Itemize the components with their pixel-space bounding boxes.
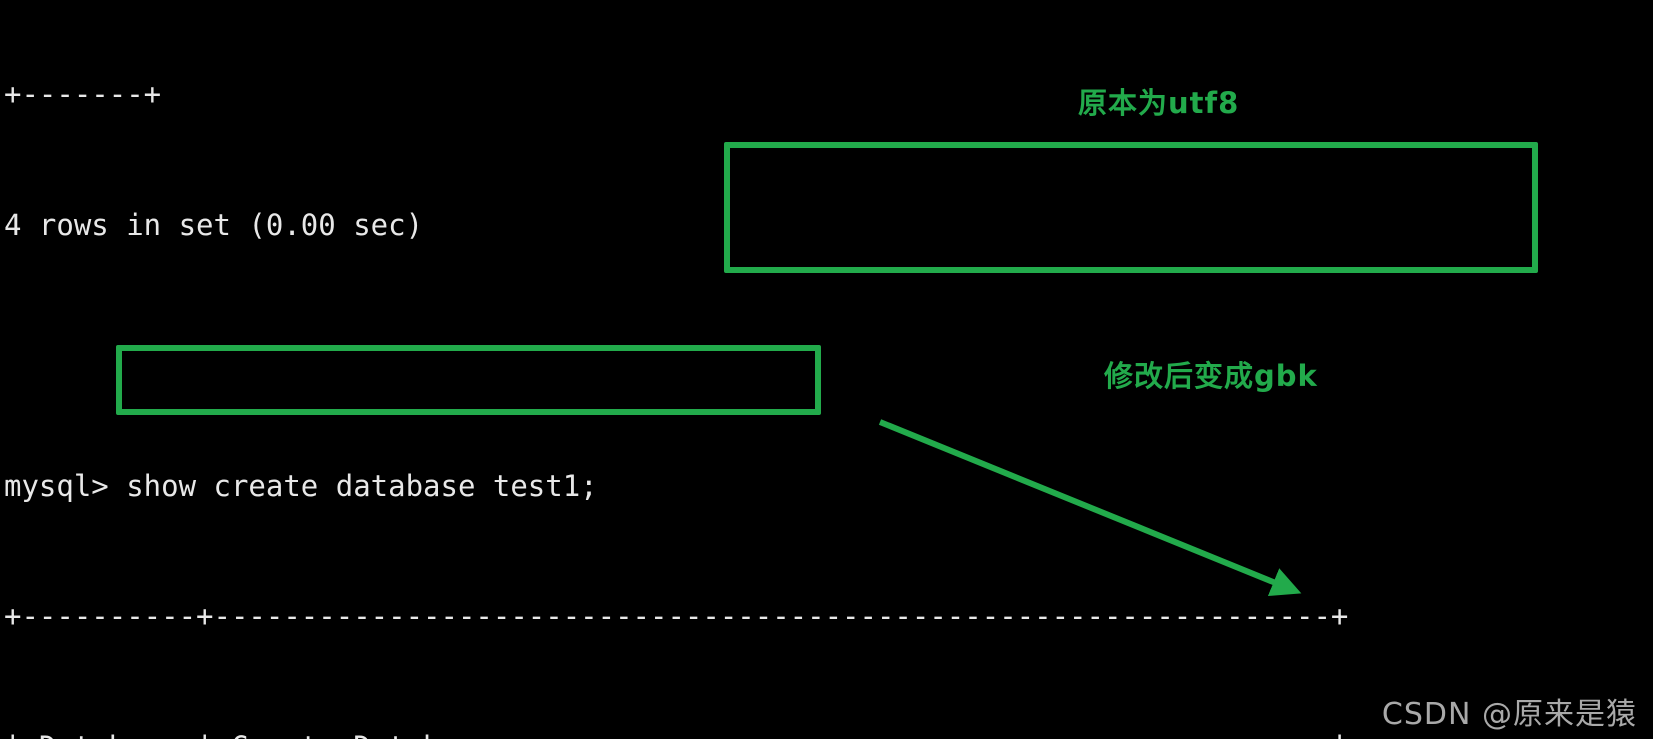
- csdn-watermark: CSDN @原来是猿: [1381, 697, 1637, 732]
- terminal-line: +-------+: [4, 77, 162, 111]
- highlight-box-alter-command: [116, 345, 821, 415]
- highlight-box-utf8: [724, 142, 1538, 273]
- terminal-output: +-------+ 4 rows in set (0.00 sec) mysql…: [4, 0, 1644, 739]
- terminal-line: 4 rows in set (0.00 sec): [4, 207, 424, 242]
- terminal-line-header: | Database | Create Database |: [4, 726, 1644, 739]
- terminal-line-command: mysql> show create database test1;: [4, 468, 598, 503]
- annotation-label-utf8: 原本为utf8: [1078, 86, 1240, 120]
- annotation-label-gbk: 修改后变成gbk: [1104, 359, 1318, 393]
- terminal-line: +----------+----------------------------…: [4, 599, 1349, 633]
